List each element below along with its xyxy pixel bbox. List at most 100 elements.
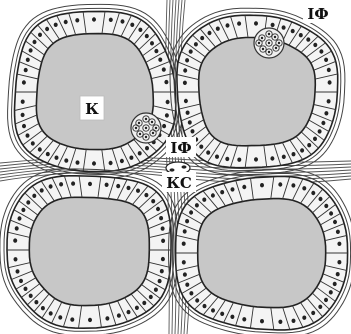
cell-nucleus bbox=[324, 58, 328, 62]
cell-nucleus bbox=[328, 80, 332, 84]
cluster-cell-nucleus bbox=[268, 51, 270, 53]
cell-nucleus bbox=[313, 137, 317, 141]
cell-nucleus bbox=[145, 146, 149, 150]
cell-nucleus bbox=[185, 219, 189, 223]
cell-nucleus bbox=[278, 320, 282, 324]
cell-nucleus bbox=[162, 124, 166, 128]
cluster-cell-nucleus bbox=[145, 118, 147, 120]
cell-nucleus bbox=[184, 99, 188, 103]
cell-nucleus bbox=[138, 151, 142, 155]
cluster-cell-nucleus bbox=[151, 121, 153, 123]
cell-nucleus bbox=[225, 157, 229, 161]
cell-nucleus bbox=[329, 211, 333, 215]
capillary-endothelial-nucleus bbox=[182, 165, 187, 168]
cell-nucleus bbox=[154, 49, 158, 53]
cell-nucleus bbox=[41, 306, 45, 310]
cell-nucleus bbox=[161, 239, 165, 243]
cell-nucleus bbox=[21, 100, 25, 104]
cell-nucleus bbox=[166, 100, 170, 104]
cell-nucleus bbox=[29, 48, 33, 52]
cell-nucleus bbox=[49, 311, 53, 315]
cell-nucleus bbox=[299, 33, 303, 37]
cell-nucleus bbox=[164, 80, 168, 84]
cell-nucleus bbox=[154, 288, 158, 292]
cell-nucleus bbox=[302, 186, 306, 190]
cell-nucleus bbox=[150, 41, 154, 45]
cell-nucleus bbox=[282, 25, 286, 29]
cell-nucleus bbox=[109, 161, 113, 165]
cell-nucleus bbox=[88, 318, 92, 322]
cell-nucleus bbox=[105, 183, 109, 187]
cell-nucleus bbox=[337, 242, 341, 246]
cell-nucleus bbox=[40, 188, 44, 192]
cell-nucleus bbox=[75, 18, 79, 22]
cluster-cell-nucleus bbox=[155, 127, 157, 129]
cell-nucleus bbox=[34, 300, 38, 304]
cell-nucleus bbox=[59, 182, 63, 186]
cell-nucleus bbox=[319, 49, 323, 53]
cell-nucleus bbox=[336, 230, 340, 234]
cell-nucleus bbox=[319, 197, 323, 201]
cell-nucleus bbox=[254, 21, 258, 25]
cell-nucleus bbox=[183, 272, 187, 276]
cell-nucleus bbox=[189, 210, 193, 214]
cell-nucleus bbox=[151, 199, 155, 203]
cell-nucleus bbox=[19, 279, 23, 283]
cell-nucleus bbox=[54, 23, 58, 27]
cell-nucleus bbox=[292, 152, 296, 156]
cell-nucleus bbox=[216, 27, 220, 31]
cell-nucleus bbox=[195, 203, 199, 207]
cell-nucleus bbox=[200, 36, 204, 40]
cluster-cell-nucleus bbox=[135, 127, 137, 129]
cluster-cell-nucleus bbox=[278, 42, 280, 44]
interfollicular-cluster-top-right-follicle bbox=[254, 28, 284, 58]
cell-nucleus bbox=[307, 143, 311, 147]
cell-nucleus bbox=[182, 260, 186, 264]
capillary-label: КС bbox=[166, 174, 192, 192]
cell-nucleus bbox=[127, 186, 131, 190]
colloid bbox=[198, 199, 326, 308]
cell-nucleus bbox=[300, 148, 304, 152]
cell-nucleus bbox=[220, 190, 224, 194]
cell-nucleus bbox=[58, 315, 62, 319]
cell-nucleus bbox=[24, 287, 28, 291]
interfollicular-top-label: ІФ bbox=[307, 5, 328, 23]
cell-nucleus bbox=[149, 295, 153, 299]
cell-nucleus bbox=[278, 182, 282, 186]
cluster-cell-nucleus bbox=[268, 33, 270, 35]
cell-nucleus bbox=[26, 58, 30, 62]
cell-nucleus bbox=[333, 220, 337, 224]
cell-nucleus bbox=[292, 319, 296, 323]
cell-nucleus bbox=[161, 257, 165, 261]
cell-nucleus bbox=[183, 229, 187, 233]
cluster-cell-nucleus bbox=[262, 48, 264, 50]
cell-nucleus bbox=[318, 129, 322, 133]
cell-nucleus bbox=[202, 198, 206, 202]
cell-nucleus bbox=[92, 161, 96, 165]
cluster-cell-nucleus bbox=[268, 42, 270, 44]
cell-nucleus bbox=[318, 305, 322, 309]
cell-nucleus bbox=[211, 308, 215, 312]
cell-nucleus bbox=[92, 17, 96, 21]
cell-nucleus bbox=[121, 19, 125, 23]
cell-nucleus bbox=[194, 42, 198, 46]
cell-nucleus bbox=[237, 21, 241, 25]
cell-nucleus bbox=[321, 121, 325, 125]
cell-nucleus bbox=[21, 208, 25, 212]
cell-nucleus bbox=[324, 111, 328, 115]
cell-nucleus bbox=[24, 68, 28, 72]
cell-nucleus bbox=[14, 257, 18, 261]
cell-nucleus bbox=[291, 29, 295, 33]
cell-nucleus bbox=[260, 319, 264, 323]
cell-nucleus bbox=[282, 155, 286, 159]
cell-nucleus bbox=[182, 242, 186, 246]
cell-nucleus bbox=[237, 158, 241, 162]
cell-nucleus bbox=[130, 23, 134, 27]
colloid bbox=[199, 38, 316, 146]
cell-nucleus bbox=[231, 187, 235, 191]
cluster-cell-nucleus bbox=[138, 122, 140, 124]
cluster-cell-nucleus bbox=[261, 37, 263, 39]
cell-nucleus bbox=[333, 282, 337, 286]
cell-nucleus bbox=[242, 317, 246, 321]
cell-nucleus bbox=[70, 317, 74, 321]
